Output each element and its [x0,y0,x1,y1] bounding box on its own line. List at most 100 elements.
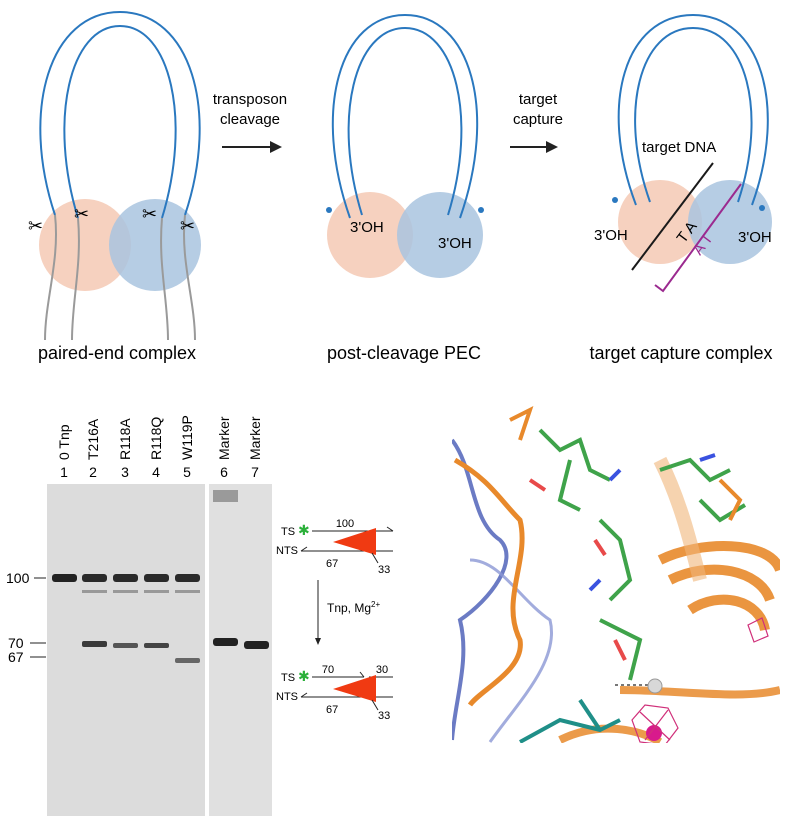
gel-band-70 [144,643,169,648]
size-marker: 67 [8,649,24,665]
scissors-icon: ✂ [180,216,195,236]
target-dna-strand-2 [654,183,742,293]
step2-label-line2: capture [513,111,563,128]
lane-number: 2 [89,464,97,480]
end-label-left: 3'OH [594,227,628,244]
ts-cut-mark [359,671,365,678]
gel-band-100 [113,574,138,582]
protein-loop-blue [452,438,509,741]
scissors-icon: ✂ [142,204,157,224]
flanking-dna-right [160,217,169,341]
lane-label: R118Q [148,417,164,460]
subunit-left [618,180,702,264]
nts-label: NTS [276,545,298,557]
nts-strand-end [300,546,308,552]
substrate-scheme: TS ✱ 100 NTS 67 33 Tnp, Mg2+ TS ✱ 70 30 … [276,518,394,722]
subunit-right [688,180,772,264]
density-mesh [631,704,679,743]
post-cleavage-complex-diagram: 3'OH 3'OH [326,13,484,278]
gel-band-67 [175,658,200,663]
fluor-star-icon: ✱ [298,668,310,684]
gel-panel: 0 Tnp T216A R118A R118Q W119P Marker Mar… [6,415,272,816]
gel-band-100 [82,574,107,582]
lane-label: Marker [247,416,263,460]
gel-background-left [47,484,205,816]
lane-label: 0 Tnp [56,424,72,460]
target-capture-complex-diagram: target DNA T A A T 3'OH 3'OH [594,13,772,293]
arrow-head [270,141,282,153]
marker-band-70 [213,638,238,646]
transposon-loop-outer [617,13,769,206]
oxygen-red [528,478,627,661]
arrow-head [546,141,558,153]
transposon-loop-inner [634,26,753,203]
size-marker: 70 [8,635,24,651]
cleavage-nick [371,552,379,564]
dna-end-dot [759,205,765,211]
end-label-right: 3'OH [438,235,472,252]
transposon-end-wedge [333,675,376,702]
gel-band-faint [175,590,200,593]
gel-band-faint [113,590,138,593]
transposon-loop-outer [39,10,201,216]
protein-helix-orange [657,541,780,632]
gel-band-100 [52,574,77,582]
gel-band-faint [82,590,107,593]
end-label-left: 3'OH [350,219,384,236]
scissors-icon: ✂ [28,216,43,236]
target-dna-label: target DNA [642,139,716,156]
complex-label-3: target capture complex [589,343,772,363]
lane-label: Marker [216,416,232,460]
gel-band-faint [144,590,169,593]
nts-length-right: 33 [378,710,390,722]
step2-label-line1: target [519,91,558,108]
lane-label: W119P [179,415,195,460]
dna-end-dot [612,197,618,203]
nucleotide-green [538,428,643,681]
lane-number: 1 [60,464,68,480]
step-arrow-1: transposon cleavage [213,91,287,153]
end-label-right: 3'OH [738,229,772,246]
complex-label-1: paired-end complex [38,343,196,363]
transposon-loop-outer [331,13,479,219]
ts-length: 100 [336,518,354,530]
lane-label: T216A [85,418,101,460]
reaction-label: Tnp, Mg2+ [327,600,380,615]
ts-length-left: 70 [322,664,334,676]
structure-panel [452,405,780,743]
nts-length-right: 33 [378,564,390,576]
dna-end-dot [478,207,484,213]
flanking-dna-right-2 [183,214,196,341]
transposon-loop-inner [63,24,177,219]
side-chain-teal [519,698,621,743]
gel-splice-gap [205,484,209,816]
marker-smear [213,490,238,502]
flanking-dna-left [44,214,57,341]
gel-band-100 [144,574,169,582]
dna-end-dot [326,207,332,213]
lane-number: 7 [251,464,259,480]
ts-strand-end [386,526,394,532]
nts-length-left: 67 [326,558,338,570]
target-dna-strand-1 [631,162,714,271]
marker-band-67 [244,641,269,649]
flanking-dna-left-2 [71,217,80,341]
paired-end-complex-diagram: ✂ ✂ ✂ ✂ [28,10,201,341]
nts-strand-end [300,692,308,698]
top-panel: ✂ ✂ ✂ ✂ transposon cleavage 3'OH 3'OH ta… [28,10,773,363]
subunit-right [109,199,201,291]
cleavage-nick [371,699,379,711]
density-mesh [747,617,769,643]
ts-length-right: 30 [376,664,388,676]
nts-length-left: 67 [326,704,338,716]
gel-background-right [209,484,272,816]
gel-band-70 [113,643,138,648]
lane-number: 3 [121,464,129,480]
water-sphere [647,678,663,694]
lane-number: 6 [220,464,228,480]
transposon-end-wedge [333,528,376,555]
protein-loop-orange [453,457,525,707]
complex-label-2: post-cleavage PEC [327,343,481,363]
lane-label: R118A [117,418,133,460]
lane-number: 5 [183,464,191,480]
